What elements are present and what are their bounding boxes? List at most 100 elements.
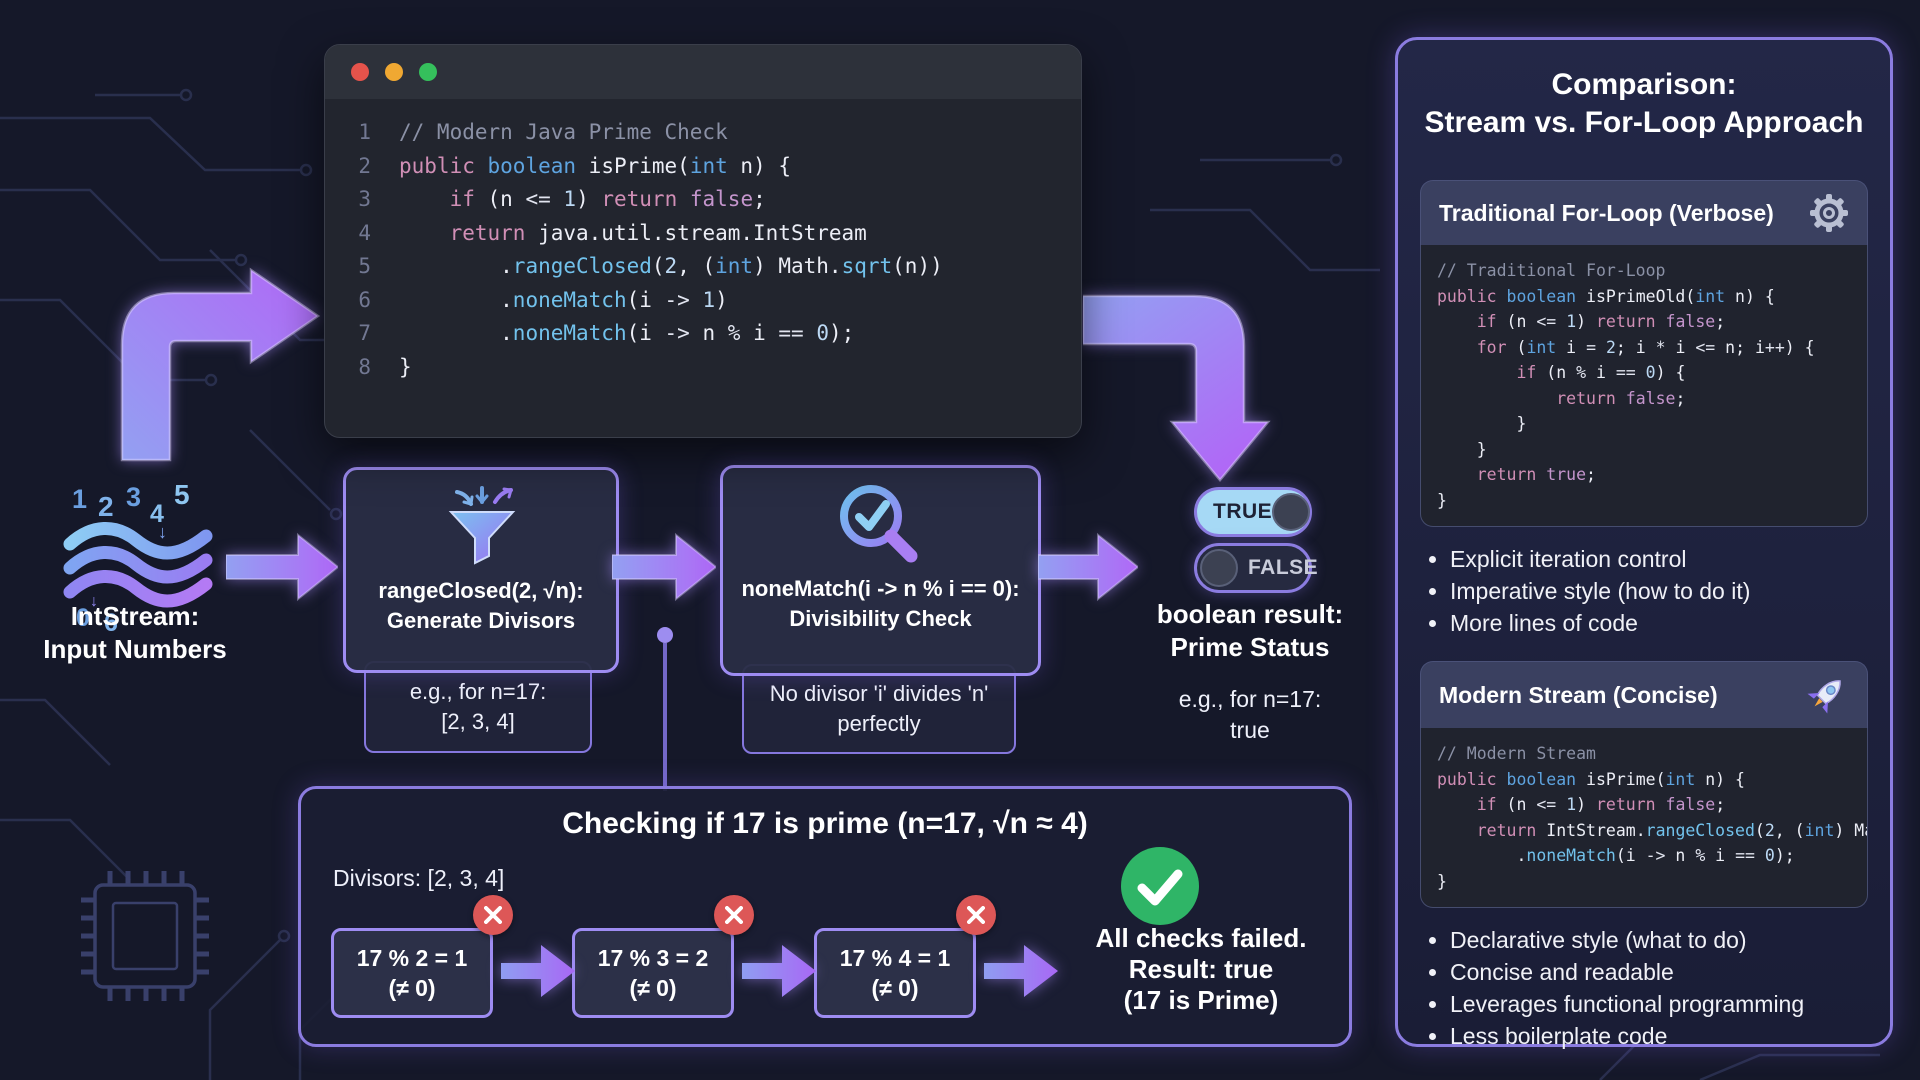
stream-section: Modern Stream (Concise) // Modern Stream… [1420, 661, 1868, 908]
line-number: 5 [358, 254, 371, 278]
check-icon [1121, 847, 1199, 925]
code-line: 1// Modern Java Prime Check [341, 116, 1071, 150]
step2-note-line2: perfectly [837, 711, 921, 736]
result-label-line1: boolean result: [1156, 599, 1344, 629]
forloop-section: Traditional For-Loop (Verbose) [1420, 180, 1868, 527]
svg-text:↓: ↓ [158, 522, 167, 542]
comparison-panel: Comparison: Stream vs. For-Loop Approach… [1395, 37, 1893, 1049]
check-arrow-2 [742, 945, 816, 997]
result-label: boolean result: Prime Status [1130, 598, 1370, 664]
step2-title-line2: Divisibility Check [789, 606, 972, 631]
code-line: // Modern Stream [1437, 744, 1596, 763]
arrow-elbow-code-to-result [1083, 294, 1271, 482]
line-number: 3 [358, 187, 371, 211]
example-title: Checking if 17 is prime (n=17, √n ≈ 4) [562, 807, 1088, 840]
stream-header-label: Modern Stream (Concise) [1439, 681, 1718, 708]
svg-text:5: 5 [174, 479, 190, 510]
input-label-line1: IntStream: [70, 601, 200, 631]
window-titlebar [325, 45, 1081, 99]
example-result-line1: All checks failed. [1095, 923, 1307, 953]
line-number: 7 [358, 321, 371, 345]
minimize-button[interactable] [385, 63, 403, 81]
step1-title-line2: Generate Divisors [386, 608, 576, 633]
example-result-line3: (17 is Prime) [1123, 985, 1279, 1015]
stream-wave-icon: 1 2 3 4 5 0 6 ↓ ↓ [63, 479, 213, 637]
x-icon [714, 895, 754, 935]
code-line: return IntStream.rangeClosed(2, (int) Ma… [1476, 820, 1867, 840]
check-step-3: 17 % 4 = 1 (≠ 0) [814, 928, 976, 1018]
code-line: 7 .noneMatch(i -> n % i == 0); [341, 317, 1071, 351]
step2-note-line1: No divisor 'i' divides 'n' [769, 681, 989, 706]
svg-text:0: 0 [76, 604, 90, 632]
flow-arrow-1 [226, 532, 338, 602]
bullet-item: Leverages functional programming [1450, 988, 1882, 1020]
code-line: if (n <= 1) return false; [1476, 795, 1726, 814]
step1-note: e.g., for n=17: [2, 3, 4] [364, 661, 592, 753]
gear-icon [1810, 194, 1848, 232]
code-line: 8} [341, 351, 1071, 385]
step1-note-line1: e.g., for n=17: [409, 679, 547, 704]
check-arrow-3 [984, 945, 1058, 997]
toggle-true[interactable]: TRUE [1194, 487, 1312, 537]
code-line: .noneMatch(i -> n % i == 0); [1437, 846, 1795, 865]
bullet-item: Imperative style (how to do it) [1450, 575, 1882, 607]
check2-note: (≠ 0) [629, 975, 677, 1001]
check1-note: (≠ 0) [388, 975, 436, 1001]
code-line: for (int i = 2; i * i <= n; i++) { [1476, 337, 1815, 357]
svg-text:↓: ↓ [90, 593, 98, 610]
bullet-item: More lines of code [1450, 607, 1882, 639]
code-line: 4 return java.util.stream.IntStream [341, 217, 1071, 251]
funnel-icon [448, 486, 516, 565]
input-label-line2: Input Numbers [43, 634, 227, 664]
x-icon [473, 895, 513, 935]
code-line: } [1437, 871, 1447, 891]
magnifier-check-icon [839, 485, 917, 563]
result-note-line1: e.g., for n=17: [1178, 686, 1322, 712]
line-number: 4 [358, 220, 371, 245]
divisors-label: Divisors: [2, 3, 4] [333, 865, 505, 891]
toggle-true-label: TRUE [1213, 500, 1273, 523]
connector-line [657, 627, 673, 791]
step-generate-divisors: rangeClosed(2, √n): Generate Divisors [343, 467, 619, 673]
code-line: return true; [1476, 465, 1596, 484]
cpu-chip-icon [81, 871, 209, 1001]
svg-text:4: 4 [150, 500, 164, 528]
close-button[interactable] [351, 63, 369, 81]
example-panel: Checking if 17 is prime (n=17, √n ≈ 4) D… [298, 786, 1352, 1047]
svg-text:6: 6 [104, 609, 118, 637]
step2-note: No divisor 'i' divides 'n' perfectly [742, 664, 1016, 754]
stream-bullets: Declarative style (what to do)Concise an… [1398, 924, 1882, 1052]
example-result-line2: Result: true [1128, 954, 1274, 984]
forloop-header: Traditional For-Loop (Verbose) [1420, 180, 1868, 245]
check3-note: (≠ 0) [871, 975, 919, 1001]
code-line: 3 if (n <= 1) return false; [341, 183, 1071, 217]
comparison-title: Comparison: Stream vs. For-Loop Approach [1398, 66, 1890, 142]
x-icon [956, 895, 996, 935]
line-number: 1 [358, 120, 371, 144]
code-line: 5 .rangeClosed(2, (int) Math.sqrt(n)) [341, 250, 1071, 284]
code-line: return false; [1556, 388, 1686, 408]
forloop-header-label: Traditional For-Loop (Verbose) [1439, 199, 1774, 226]
result-label-line2: Prime Status [1170, 632, 1330, 662]
toggle-false[interactable]: FALSE [1194, 543, 1318, 593]
toggle-true-knob [1272, 493, 1311, 531]
forloop-bullets: Explicit iteration controlImperative sty… [1398, 543, 1882, 639]
code-line: 6 .noneMatch(i -> 1) [341, 284, 1071, 318]
step1-note-line2: [2, 3, 4] [441, 709, 515, 734]
line-number: 8 [358, 354, 371, 379]
svg-text:1: 1 [72, 484, 87, 514]
zoom-button[interactable] [419, 63, 437, 81]
bullet-item: Declarative style (what to do) [1450, 924, 1882, 956]
svg-text:2: 2 [98, 491, 114, 522]
code-line: if (n <= 1) return false; [1476, 312, 1726, 331]
example-result: All checks failed. Result: true (17 is P… [1061, 923, 1341, 1016]
check-arrow-1 [501, 945, 575, 997]
arrow-elbow-input-to-code [120, 267, 321, 462]
bullet-item: Explicit iteration control [1450, 543, 1882, 575]
